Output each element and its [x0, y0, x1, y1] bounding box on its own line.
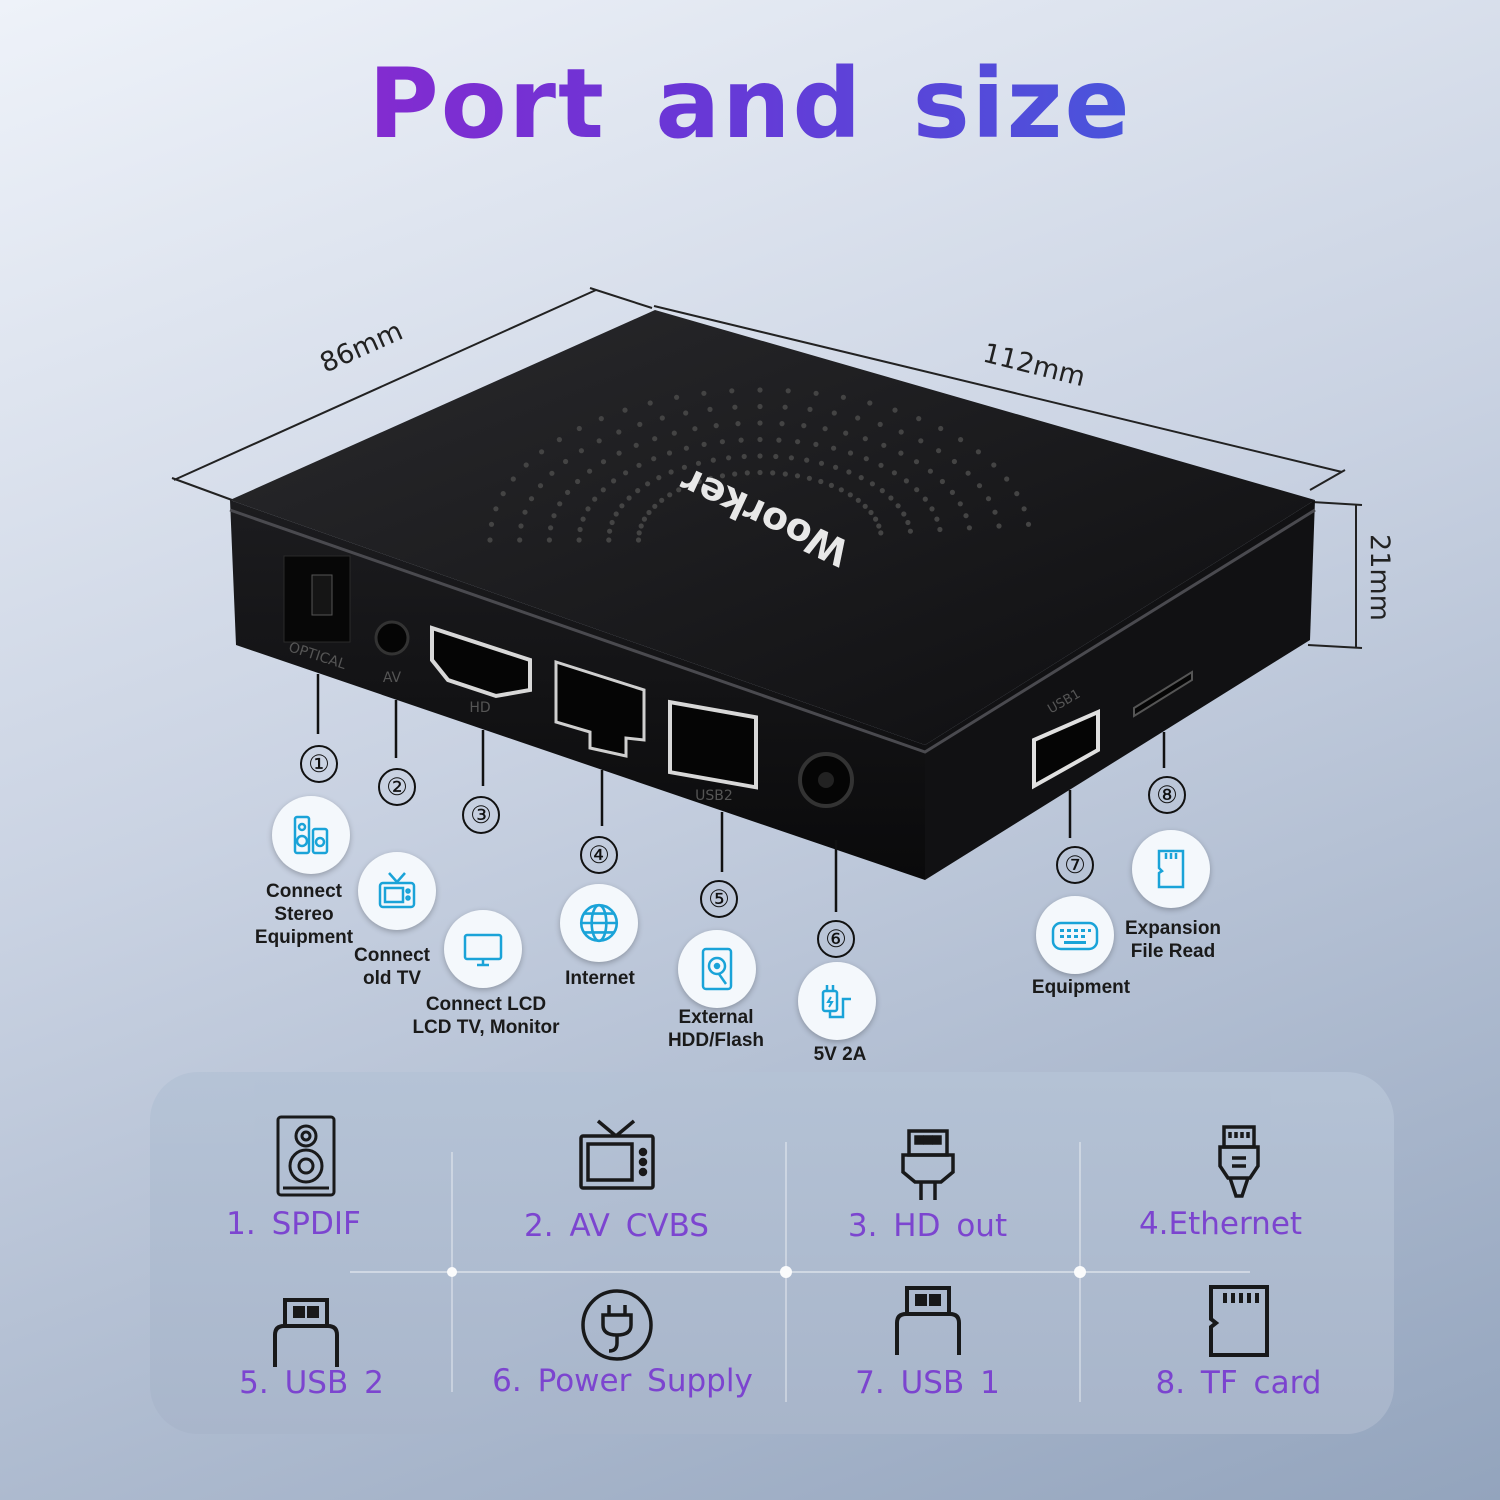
port-label-7: 7. USB 1 — [855, 1365, 1000, 1401]
speaker-icon — [272, 796, 350, 874]
sd-card-icon — [1208, 1285, 1269, 1357]
callout-number-3: ③ — [462, 796, 500, 834]
callout-number-8: ⑧ — [1148, 776, 1186, 814]
tv-box-illustration: Woorker OPTICAL AV HD USB2 USB1 — [171, 287, 1363, 912]
svg-text:AV: AV — [383, 670, 402, 686]
callout-caption-6: 5V 2A — [813, 1044, 867, 1065]
page-title: Port and size — [0, 48, 1500, 160]
callout-caption-7: Equipment — [1031, 977, 1131, 998]
port-cell-tf: 8. TF card — [1083, 1253, 1394, 1434]
height-dimension: 21mm — [1363, 534, 1395, 621]
port-cell-usb1: 7. USB 1 — [772, 1253, 1083, 1434]
box-top — [230, 310, 1315, 745]
ports-table-panel: 1. SPDIF 2. AV CVBS 3. HD out 4.Ethernet… — [150, 1072, 1394, 1434]
port-cell-usb2: 5. USB 2 — [150, 1253, 461, 1434]
port-label-8: 8. TF card — [1155, 1365, 1322, 1401]
port-cell-av: 2. AV CVBS — [461, 1072, 772, 1253]
port-cell-power: 6. Power Supply — [461, 1253, 772, 1434]
callout-number-1: ① — [300, 745, 338, 783]
port-label-2: 2. AV CVBS — [524, 1208, 709, 1244]
hdmi-plug-icon — [900, 1129, 955, 1200]
dimension-lines — [171, 287, 1363, 649]
tv-antenna-icon — [358, 852, 436, 930]
callout-caption-4: Internet — [565, 968, 635, 989]
hard-drive-icon — [678, 930, 756, 1008]
globe-icon — [560, 884, 638, 962]
sd-card-icon — [1132, 830, 1210, 908]
port-label-3: 3. HD out — [847, 1208, 1008, 1244]
port-cell-ethernet: 4.Ethernet — [1083, 1072, 1394, 1253]
tv-icon — [578, 1119, 655, 1190]
usb-plug-icon — [272, 1298, 339, 1367]
panel-sparkle-lines — [350, 1142, 1250, 1402]
callout-number-4: ④ — [580, 836, 618, 874]
callout-number-2: ② — [378, 768, 416, 806]
port-label-5: 5. USB 2 — [239, 1365, 384, 1401]
callout-number-5: ⑤ — [700, 880, 738, 918]
power-plug-icon — [580, 1289, 653, 1361]
box-side — [925, 500, 1315, 880]
ethernet-plug-icon — [1217, 1125, 1260, 1198]
port-label-6: 6. Power Supply — [492, 1363, 753, 1399]
power-plug-icon — [798, 962, 876, 1040]
svg-text:HD: HD — [469, 700, 490, 716]
port-cell-spdif: 1. SPDIF — [150, 1072, 461, 1253]
keyboard-icon — [1036, 896, 1114, 974]
svg-text:USB2: USB2 — [695, 788, 733, 804]
port-label-1: 1. SPDIF — [226, 1206, 361, 1242]
callout-number-7: ⑦ — [1056, 846, 1094, 884]
usb-plug-icon — [894, 1286, 961, 1355]
callout-number-6: ⑥ — [817, 920, 855, 958]
monitor-icon — [444, 910, 522, 988]
port-cell-hd: 3. HD out — [772, 1072, 1083, 1253]
port-label-4: 4.Ethernet — [1138, 1206, 1303, 1242]
speaker-icon — [276, 1115, 335, 1197]
